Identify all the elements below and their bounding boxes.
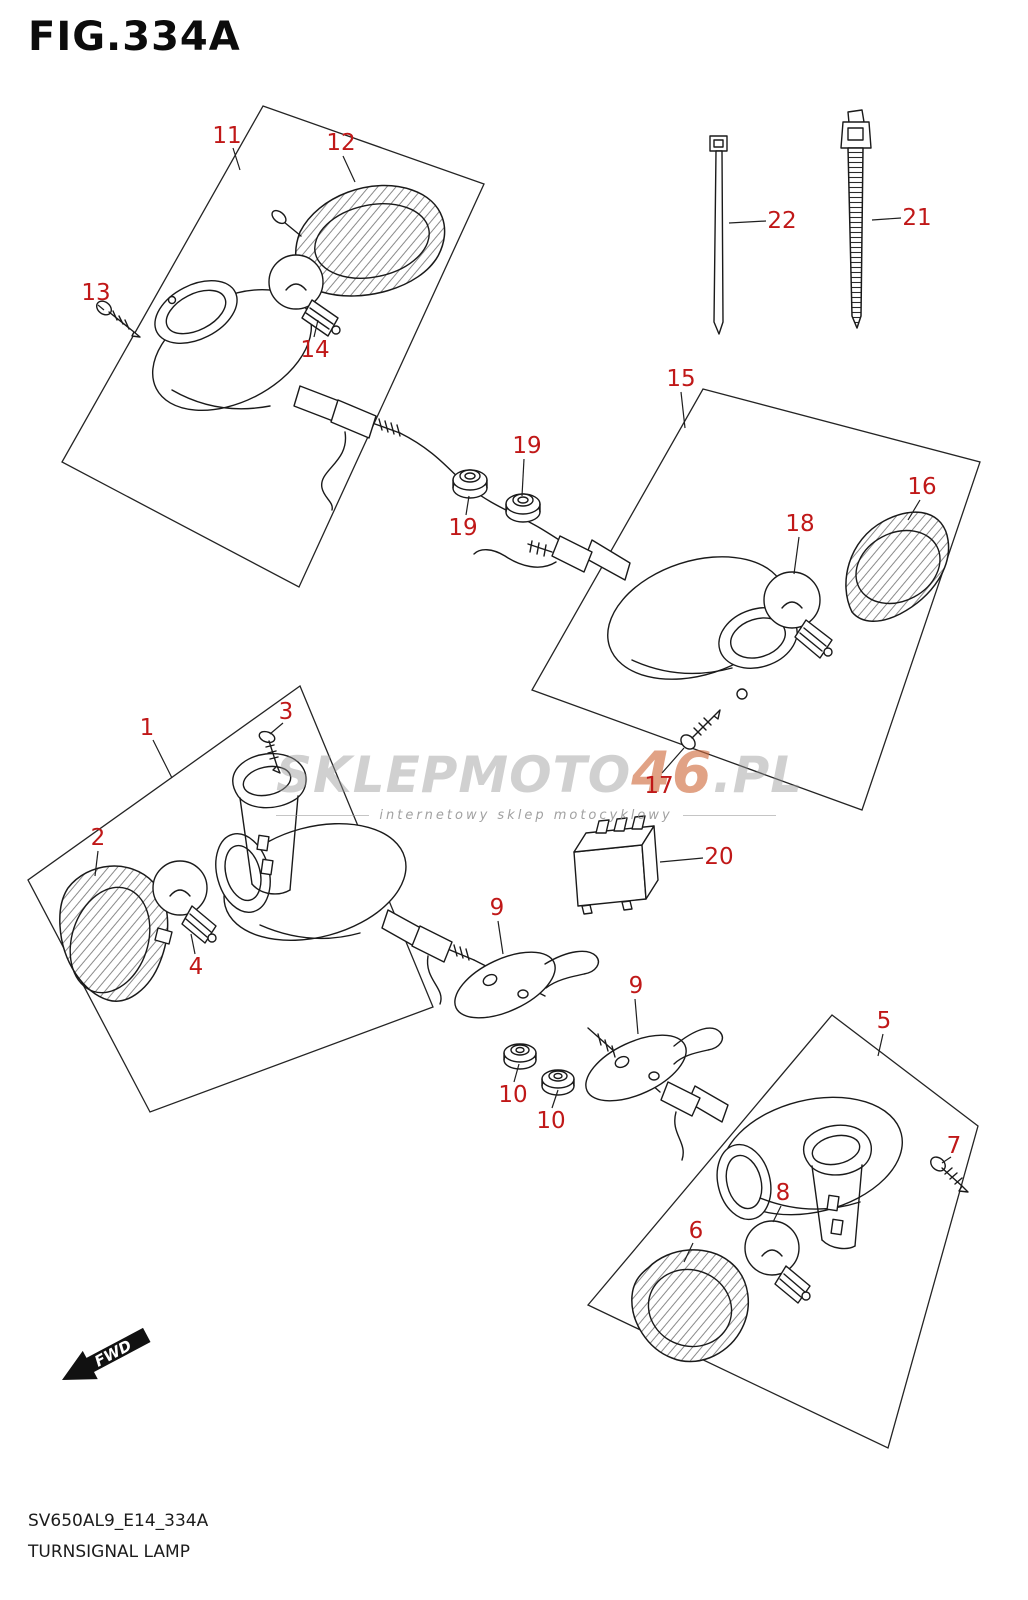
relay-20 xyxy=(573,815,659,915)
figure-name: TURNSIGNAL LAMP xyxy=(28,1542,190,1562)
lens-6 xyxy=(631,1249,750,1363)
lamp-housing-15 xyxy=(473,535,798,700)
cable-tie-21 xyxy=(840,109,872,329)
enclosure-box-rear-assembled xyxy=(586,1014,979,1449)
footer: SV650AL9_E14_334A TURNSIGNAL LAMP xyxy=(28,1506,208,1568)
lens-16 xyxy=(845,511,950,623)
lamp-body-1 xyxy=(215,752,475,1005)
lens-2 xyxy=(59,865,173,1002)
cushion-9-a xyxy=(454,950,600,1019)
lamp-housing-11 xyxy=(151,280,401,511)
nut-10-b xyxy=(541,1069,575,1096)
nut-19-b xyxy=(505,493,541,523)
fwd-arrow: FWD xyxy=(62,1327,151,1380)
leader-lines xyxy=(94,147,952,1263)
bulb-14 xyxy=(268,254,341,337)
screw-17 xyxy=(680,709,721,750)
lamp-body-5 xyxy=(597,1033,903,1250)
bulb-18 xyxy=(763,571,833,659)
cushion-9-b xyxy=(585,1027,724,1102)
cable-tie-22 xyxy=(709,135,728,335)
screw-3 xyxy=(258,730,281,774)
screw-7 xyxy=(930,1156,969,1193)
bulb-8 xyxy=(744,1220,811,1304)
part-code: SV650AL9_E14_334A xyxy=(28,1511,209,1531)
nut-19-a xyxy=(452,469,488,499)
enclosure-box-front-left xyxy=(61,105,485,588)
figure-title: FIG.334A xyxy=(28,14,241,60)
lens-12 xyxy=(271,184,446,297)
enclosure-box-rear-right xyxy=(531,388,981,811)
fwd-label: FWD xyxy=(92,1336,135,1370)
bulb-4 xyxy=(152,860,217,944)
screw-13 xyxy=(95,300,141,338)
nut-10-a xyxy=(503,1043,537,1070)
